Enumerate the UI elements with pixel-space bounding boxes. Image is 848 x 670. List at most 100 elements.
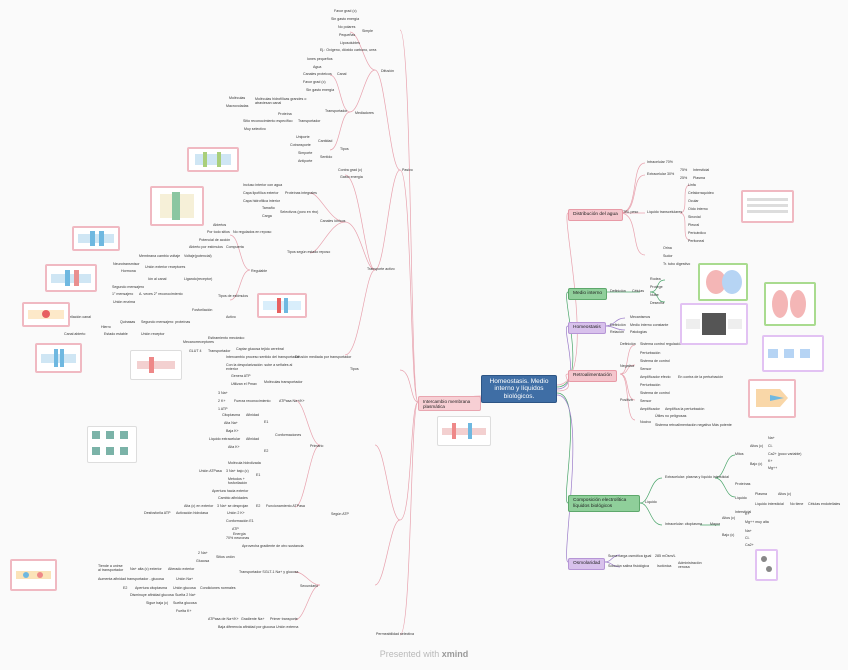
diagram-image-liposome[interactable]	[150, 186, 204, 226]
node-label[interactable]: Desecha	[650, 301, 665, 305]
node-label[interactable]: Orina	[663, 246, 672, 250]
node-label[interactable]: Compuerta	[226, 245, 244, 249]
node-label[interactable]: 70% neuronas	[226, 536, 250, 540]
node-label[interactable]: Mecanismos	[630, 315, 651, 319]
node-label[interactable]: Pleural	[688, 223, 700, 227]
node-label[interactable]: Liposolubles	[340, 41, 360, 45]
node-label[interactable]: Activo	[226, 315, 236, 319]
node-label[interactable]: Citoplasma	[222, 413, 240, 417]
node-label[interactable]: Pequeñas	[339, 33, 356, 37]
node-label[interactable]: Proteína	[278, 112, 292, 116]
node-label[interactable]: Aumenta afinidad transportador - glucosa	[98, 577, 164, 581]
node-label[interactable]: Cl-	[768, 444, 773, 448]
node-label[interactable]: 285 mOsm/L	[655, 554, 676, 558]
node-label[interactable]: Liquido extracelular	[209, 437, 241, 441]
node-label[interactable]: Sistema control regulación	[640, 342, 683, 346]
topic-retro[interactable]: Retroalimentación	[568, 370, 617, 382]
node-label[interactable]: Segundo mensajero	[112, 285, 145, 289]
node-label[interactable]: Baja K+	[226, 429, 239, 433]
node-label[interactable]: Perturbación	[640, 383, 661, 387]
node-label[interactable]: Na+	[768, 436, 775, 440]
node-label[interactable]: Líquido intersticial	[755, 502, 784, 506]
node-label[interactable]: Afinidad	[246, 437, 259, 441]
node-label[interactable]: Transportador	[325, 109, 348, 113]
node-label[interactable]: Unión Na+	[176, 577, 194, 581]
node-label[interactable]: Intercambio proceso sentido del transpor…	[226, 355, 300, 359]
node-label[interactable]: Tipos de estímulos	[218, 294, 249, 298]
node-label[interactable]: ATPasa de Na+/K+	[208, 617, 239, 621]
diagram-image-sglt1[interactable]	[10, 559, 57, 591]
node-label[interactable]: Aprovecha gradiente de otro sustancia	[242, 544, 304, 548]
node-label[interactable]: Neurotransmisor	[113, 262, 140, 266]
node-label[interactable]: Canales proteicos	[303, 72, 332, 76]
diagram-image-water-distribution[interactable]	[741, 190, 794, 223]
node-label[interactable]: Altos (c)	[722, 516, 736, 520]
node-label[interactable]: Unión ATPasa	[199, 469, 222, 473]
node-label[interactable]: Abierto por estímulos	[189, 245, 223, 249]
node-label[interactable]: No tiene	[790, 502, 804, 506]
node-label[interactable]: Hormona	[121, 269, 136, 273]
node-label[interactable]: Con la despolarización: sube a señales a…	[226, 363, 293, 371]
node-label[interactable]: Abiertos	[213, 223, 227, 227]
node-label[interactable]: Patologías	[630, 330, 647, 334]
node-label[interactable]: 3 Na+ bajo (c)	[226, 469, 249, 473]
node-label[interactable]: Definición	[610, 289, 626, 293]
node-label[interactable]: Linfa	[688, 183, 696, 187]
node-label[interactable]: Fuerza reconocimiento	[234, 399, 271, 403]
node-label[interactable]: Positiva	[620, 398, 633, 402]
node-label[interactable]: A. veces 2° reconocimiento	[139, 292, 183, 296]
node-label[interactable]: Quinasas	[120, 320, 136, 324]
node-label[interactable]: Uniporte	[296, 135, 310, 139]
node-label[interactable]: Capa lipofílica exterior	[243, 191, 279, 195]
node-label[interactable]: ATP	[232, 527, 239, 531]
node-label[interactable]: Alterado exterior	[168, 567, 195, 571]
diagram-image-phosphorylation[interactable]	[22, 302, 70, 327]
node-label[interactable]: Moléculas	[229, 96, 246, 100]
node-label[interactable]: Bajo (c)	[750, 462, 763, 466]
node-label[interactable]: Células endoteliales	[808, 502, 841, 506]
node-label[interactable]: Glucosa	[196, 559, 210, 563]
central-topic[interactable]: Homeostasis. Medio interno y líquidos bi…	[481, 375, 557, 403]
topic-osmolaridad[interactable]: Osmolaridad	[568, 558, 606, 570]
node-label[interactable]: Cotransporte	[290, 143, 311, 147]
diagram-image-homeostasis[interactable]	[680, 303, 748, 345]
node-label[interactable]: Selectivos (poro en rtro)	[280, 210, 319, 214]
diagram-image-membrane-channel[interactable]	[187, 147, 239, 172]
node-label[interactable]: Intersticial	[693, 168, 710, 172]
node-label[interactable]: Membrana cambio voltaje	[139, 254, 181, 258]
node-label[interactable]: Mayor	[710, 522, 720, 526]
node-label[interactable]: Sensor	[640, 399, 652, 403]
node-label[interactable]: E1	[264, 420, 269, 424]
node-label[interactable]: Pasivo	[402, 168, 413, 172]
node-label[interactable]: Ej.: Oxígeno, dióxido carbono, urea	[320, 48, 377, 52]
node-label[interactable]: Capa hidrofílica interior	[243, 199, 280, 203]
node-label[interactable]: Proteínas	[735, 482, 751, 486]
node-label[interactable]: Conformaciones	[275, 433, 302, 437]
node-label[interactable]: Sinovial	[688, 215, 701, 219]
node-label[interactable]: Iones pequeños	[307, 57, 333, 61]
node-label[interactable]: Cantidad	[318, 139, 333, 143]
node-label[interactable]: 1° mensajero	[112, 292, 134, 296]
node-label[interactable]: Peritoneal	[688, 239, 705, 243]
node-label[interactable]: 3 Na+ se desprojan	[217, 504, 249, 508]
node-label[interactable]: Sensor	[640, 367, 652, 371]
node-label[interactable]: Canal	[337, 72, 347, 76]
node-label[interactable]: Regulable	[251, 269, 268, 273]
diagram-image-atpase[interactable]	[87, 426, 137, 463]
diagram-image-voltage-channel[interactable]	[72, 226, 120, 251]
diagram-image-medium[interactable]	[698, 263, 748, 301]
node-label[interactable]: Tiende a unirse al transportador	[98, 564, 124, 572]
node-label[interactable]: Sistema de control	[640, 391, 670, 395]
node-label[interactable]: Amplifica la perturbación	[665, 407, 705, 411]
node-label[interactable]: Oído interno	[688, 207, 708, 211]
node-label[interactable]: Pericárdico	[688, 231, 706, 235]
node-label[interactable]: Afinidad	[246, 413, 259, 417]
node-label[interactable]: Desfosforila ATP	[144, 511, 171, 515]
node-label[interactable]: 3 Na+	[218, 391, 228, 395]
node-label[interactable]: Macrovoladas	[226, 104, 249, 108]
node-label[interactable]: Carga	[262, 214, 272, 218]
node-label[interactable]: Transportador	[298, 119, 321, 123]
node-label[interactable]: Alta Na+	[224, 421, 238, 425]
node-label[interactable]: Intersticial	[735, 510, 752, 514]
diagram-image-membrane-center[interactable]	[437, 416, 491, 446]
